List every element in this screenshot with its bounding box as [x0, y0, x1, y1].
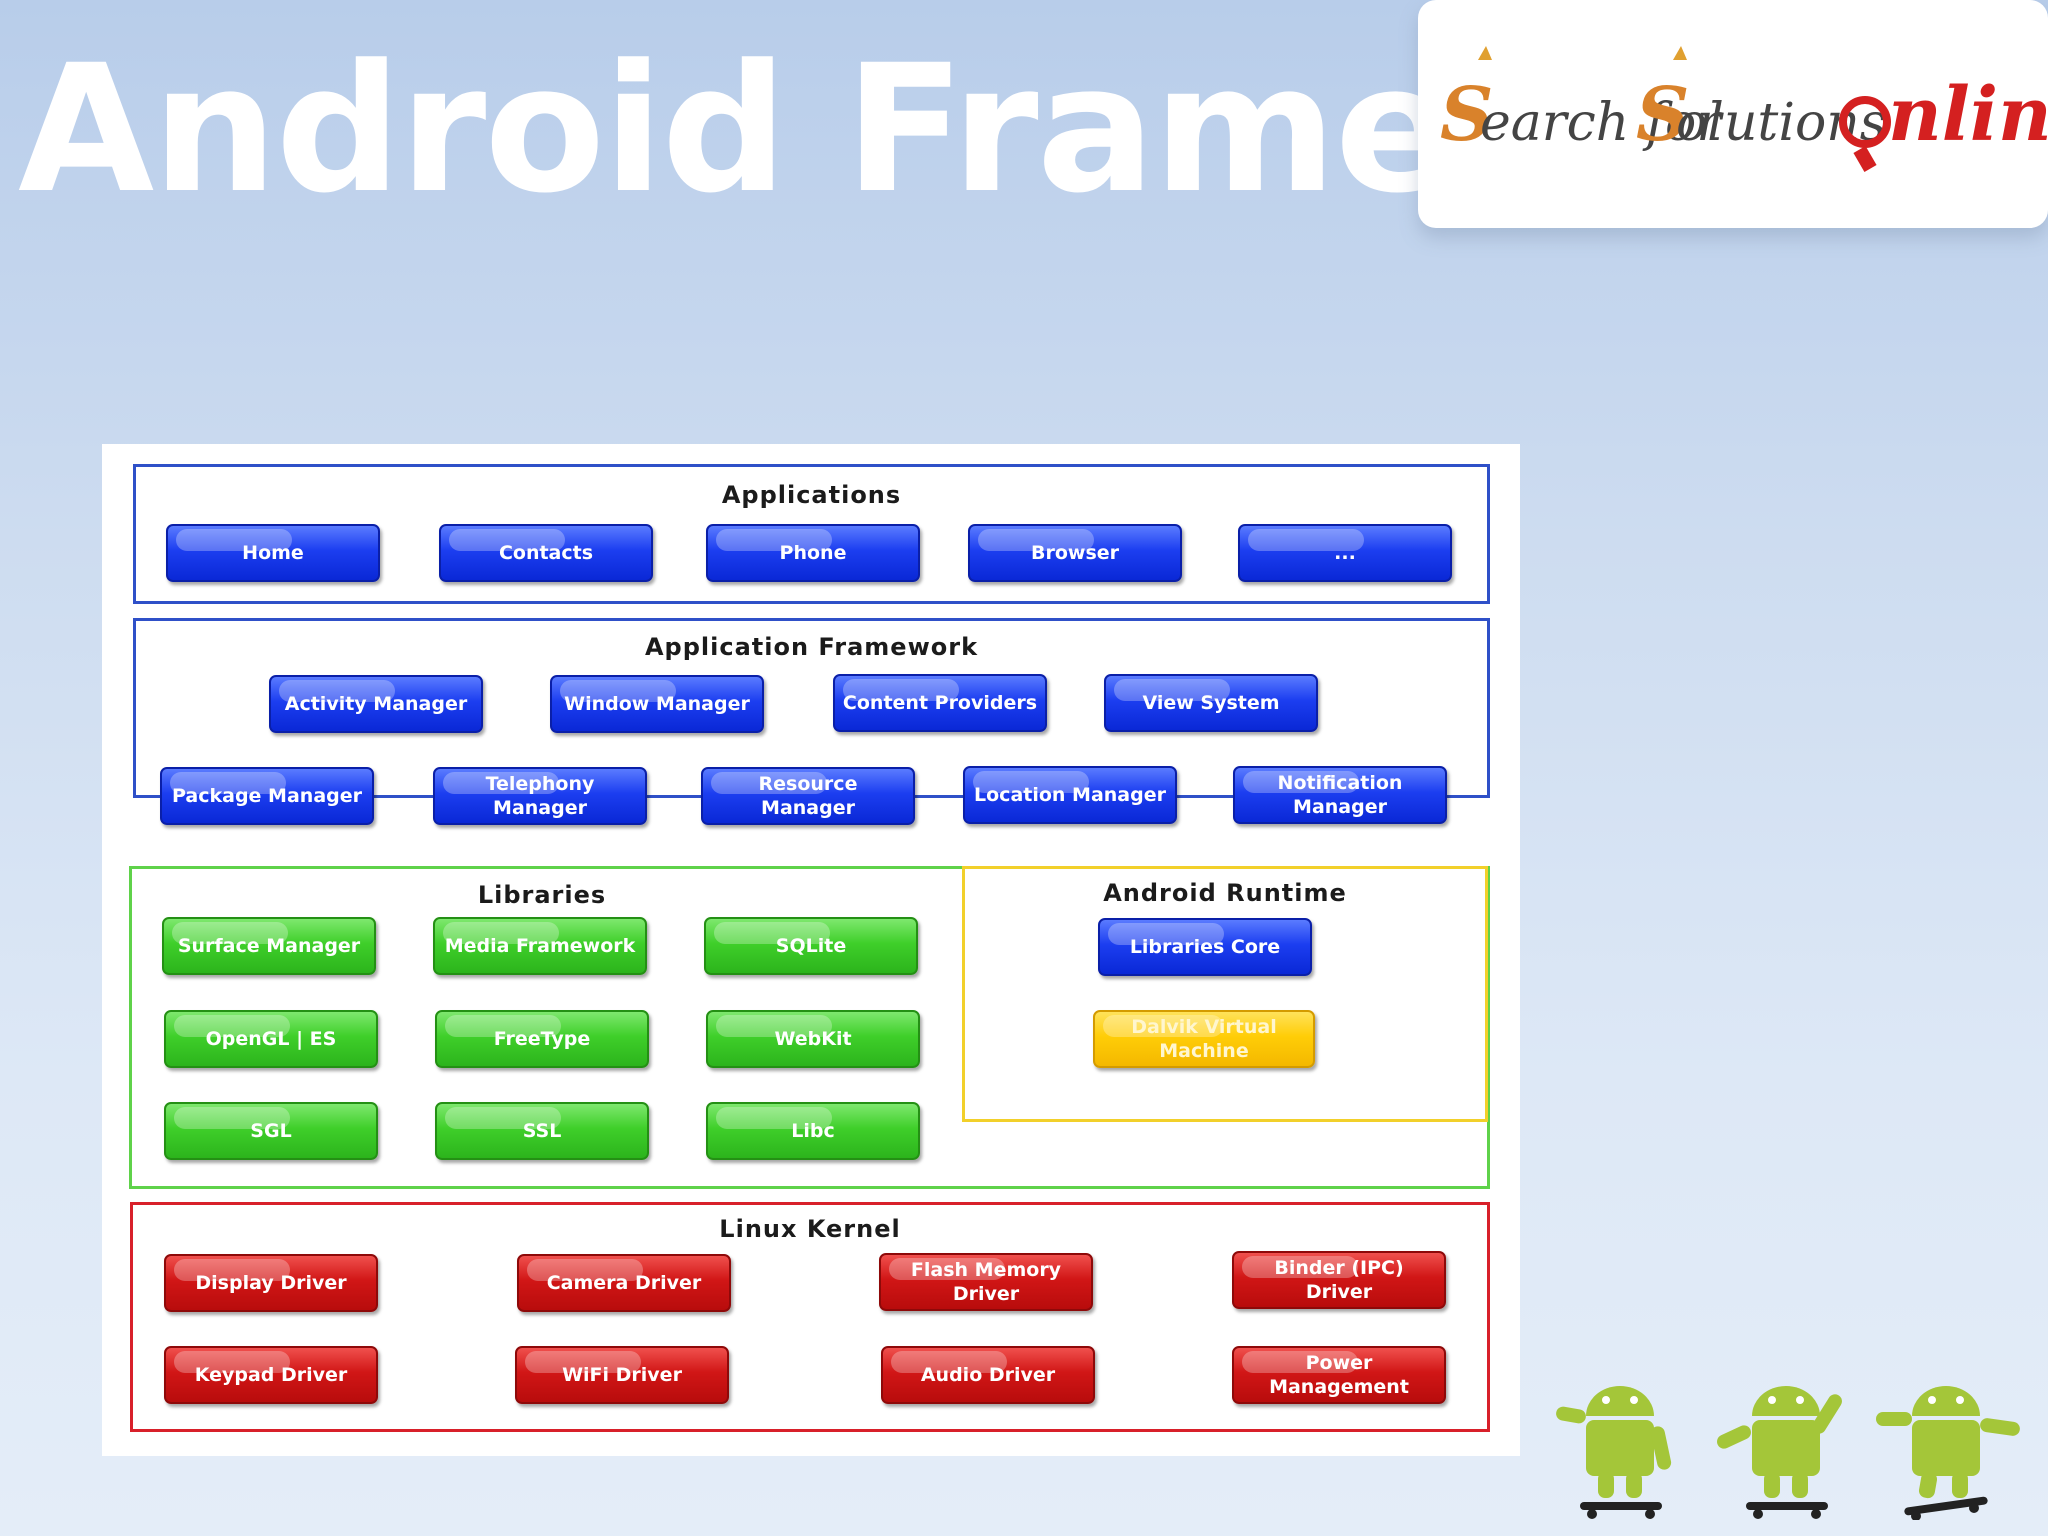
freetype-chip: FreeType: [435, 1010, 649, 1068]
power-management-chip: Power Management: [1232, 1346, 1446, 1404]
libraries-core-chip: Libraries Core: [1098, 918, 1312, 976]
phone-chip: Phone: [706, 524, 920, 582]
svg-text:earch for: earch for: [1480, 93, 1724, 153]
home-chip: Home: [166, 524, 380, 582]
svg-text:S: S: [1440, 72, 1493, 158]
package-manager-chip: Package Manager: [160, 767, 374, 825]
android-runtime-title: Android Runtime: [1103, 879, 1347, 907]
svg-text:S: S: [1636, 72, 1689, 158]
camera-driver-chip: Camera Driver: [517, 1254, 731, 1312]
applications-layer: Applications: [133, 464, 1490, 604]
surface-manager-chip: Surface Manager: [162, 917, 376, 975]
sgl-chip: SGL: [164, 1102, 378, 1160]
content-providers-chip: Content Providers: [833, 674, 1047, 732]
svg-text:nline: nline: [1888, 72, 2048, 158]
android-robot-icon: [1717, 1386, 1842, 1519]
libraries-layer: Libraries: [129, 866, 1490, 1189]
opengl-es-chip: OpenGL | ES: [164, 1010, 378, 1068]
libc-chip: Libc: [706, 1102, 920, 1160]
linux-kernel-layer: Linux Kernel: [130, 1202, 1490, 1432]
audio-driver-chip: Audio Driver: [881, 1346, 1095, 1404]
keypad-driver-chip: Keypad Driver: [164, 1346, 378, 1404]
flash-memory-driver-chip: Flash Memory Driver: [879, 1253, 1093, 1311]
android-robot-icon: [1876, 1386, 2020, 1520]
browser-chip: Browser: [968, 524, 1182, 582]
activity-manager-chip: Activity Manager: [269, 675, 483, 733]
android-architecture-diagram: Applications Home Contacts Phone Browser…: [102, 444, 1520, 1456]
resource-manager-chip: Resource Manager: [701, 767, 915, 825]
linux-kernel-title: Linux Kernel: [719, 1215, 901, 1243]
dalvik-virtual-machine-chip: Dalvik Virtual Machine: [1093, 1010, 1315, 1068]
window-manager-chip: Window Manager: [550, 675, 764, 733]
wifi-driver-chip: WiFi Driver: [515, 1346, 729, 1404]
search-for-solutions-logo: S earch for S olutions nline: [1418, 0, 2048, 228]
media-framework-chip: Media Framework: [433, 917, 647, 975]
display-driver-chip: Display Driver: [164, 1254, 378, 1312]
binder-ipc-driver-chip: Binder (IPC) Driver: [1232, 1251, 1446, 1309]
applications-title: Applications: [721, 481, 902, 509]
location-manager-chip: Location Manager: [963, 766, 1177, 824]
contacts-chip: Contacts: [439, 524, 653, 582]
application-framework-layer: Application Framework: [133, 618, 1490, 798]
android-robot-icon: [1556, 1386, 1672, 1519]
sqlite-chip: SQLite: [704, 917, 918, 975]
view-system-chip: View System: [1104, 674, 1318, 732]
notification-manager-chip: Notification Manager: [1233, 766, 1447, 824]
more-apps-chip: ...: [1238, 524, 1452, 582]
telephony-manager-chip: Telephony Manager: [433, 767, 647, 825]
application-framework-title: Application Framework: [644, 633, 979, 661]
ssl-chip: SSL: [435, 1102, 649, 1160]
libraries-title: Libraries: [477, 881, 607, 909]
android-robots-illustration: [1556, 1386, 2020, 1520]
webkit-chip: WebKit: [706, 1010, 920, 1068]
android-runtime-layer: Android Runtime: [962, 866, 1488, 1122]
